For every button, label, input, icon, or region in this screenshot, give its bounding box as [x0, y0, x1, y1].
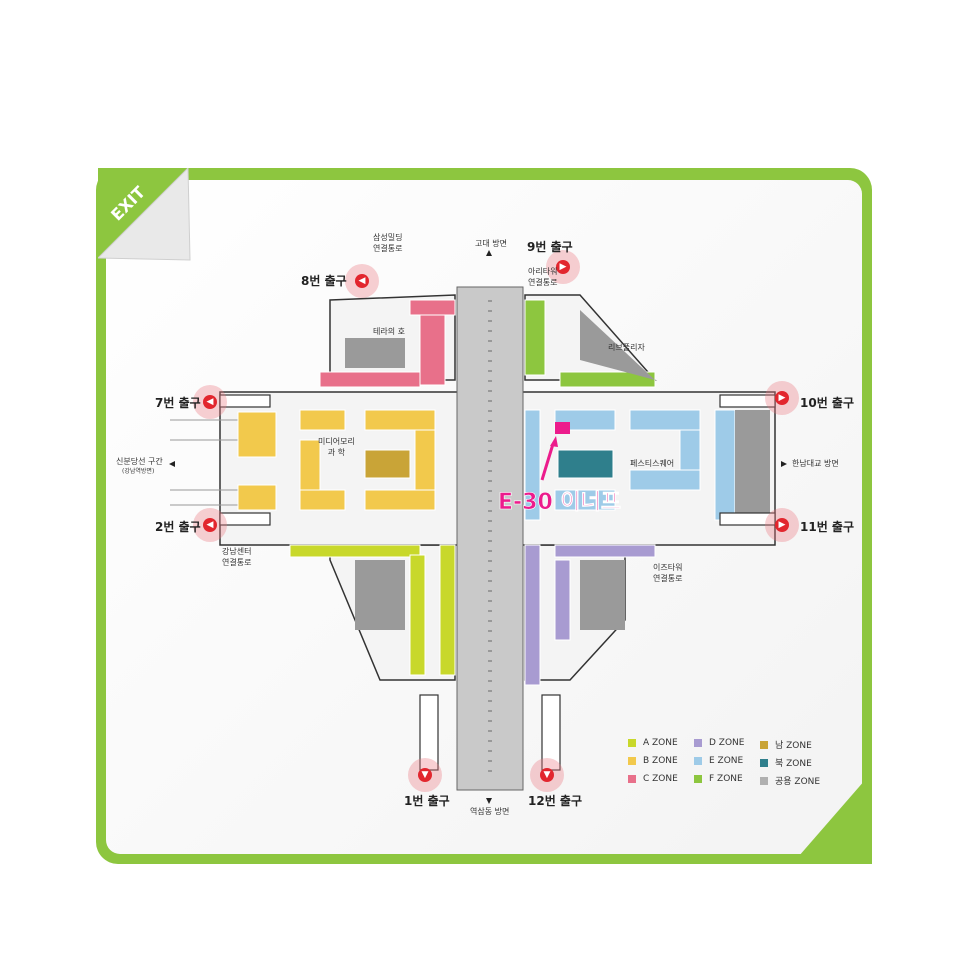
legend-label: 남 ZONE — [775, 741, 812, 751]
legend-label: B ZONE — [643, 756, 678, 766]
terrace-area-label: 테라의 호 — [373, 327, 405, 336]
exit-2-marker[interactable]: ◀ — [193, 508, 227, 542]
north-direction-label: 고대 방면 — [475, 239, 507, 248]
exit-12-label: 12번 출구 — [528, 794, 582, 808]
exit-10-label: 10번 출구 — [800, 396, 854, 410]
exit-11-marker[interactable]: ▶ — [765, 508, 799, 542]
exit-corner-tab — [98, 168, 191, 261]
legend-item: A ZONE — [628, 738, 678, 748]
legend-label: A ZONE — [643, 738, 678, 748]
festival-area-label: 페스티스퀘어 — [630, 459, 675, 468]
exit-1-marker[interactable]: ▼ — [408, 758, 442, 792]
gangnam-center-connection-label: 강남센터 연결통로 — [222, 547, 252, 567]
west-direction-sublabel: (강남역방면) — [122, 468, 155, 475]
legend-item: 공용 ZONE — [760, 774, 820, 787]
east-direction-label: 한남대교 방면 — [792, 459, 839, 468]
samsung-connection-label: 삼성밀딩 연결통로 — [373, 233, 403, 253]
exit-12-marker[interactable]: ▼ — [530, 758, 564, 792]
legend-swatch — [760, 776, 768, 785]
legend-item: E ZONE — [694, 756, 743, 766]
legend-label: D ZONE — [709, 738, 745, 748]
exit-8-label: 8번 출구 — [301, 274, 347, 288]
exit-7-label: 7번 출구 — [155, 396, 201, 410]
legend-label: E ZONE — [709, 756, 744, 766]
legend-label: C ZONE — [643, 774, 678, 784]
legend-swatch — [628, 739, 636, 747]
legend-item: C ZONE — [628, 774, 678, 784]
exit-8-marker[interactable]: ◀ — [345, 264, 379, 298]
exit-2-label: 2번 출구 — [155, 520, 201, 534]
legend-label: 공용 ZONE — [775, 777, 821, 787]
legend-item: B ZONE — [628, 756, 678, 766]
legend-item: D ZONE — [694, 738, 744, 748]
reversal-area-label: 리브플리자 — [608, 343, 645, 352]
exit-7-marker[interactable]: ◀ — [193, 385, 227, 419]
corner-decoration — [792, 772, 872, 864]
legend-item: F ZONE — [694, 774, 743, 784]
exit-9-marker[interactable]: ▶ — [546, 250, 580, 284]
zone-legend: A ZONE D ZONE 남 ZONE B ZONE E ZONE 북 ZONE C ZO… — [628, 738, 838, 794]
south-direction-label: 역삼동 방면 — [470, 807, 510, 816]
legend-swatch — [760, 758, 768, 767]
legend-item: 남 ZONE — [760, 738, 812, 751]
legend-swatch — [694, 739, 702, 747]
arita-connection-label: 아리타워 연결통로 — [528, 267, 558, 287]
legend-swatch — [628, 757, 636, 765]
store-callout: E-30 이너프 — [498, 490, 622, 516]
exit-9-label: 9번 출구 — [527, 240, 573, 254]
west-direction-label: 신분당선 구간 — [116, 457, 163, 466]
legend-label: F ZONE — [709, 774, 743, 784]
legend-swatch — [694, 757, 702, 765]
eazy-tower-connection-label: 이즈타워 연결통로 — [653, 563, 683, 583]
exit-1-label: 1번 출구 — [404, 794, 450, 808]
legend-label: 북 ZONE — [775, 759, 812, 769]
legend-swatch — [760, 740, 768, 749]
media-area-label: 미디어모리 과 학 — [318, 437, 355, 457]
legend-swatch — [694, 775, 702, 783]
exit-11-label: 11번 출구 — [800, 520, 854, 534]
legend-item: 북 ZONE — [760, 756, 812, 769]
exit-10-marker[interactable]: ▶ — [765, 381, 799, 415]
legend-swatch — [628, 775, 636, 783]
